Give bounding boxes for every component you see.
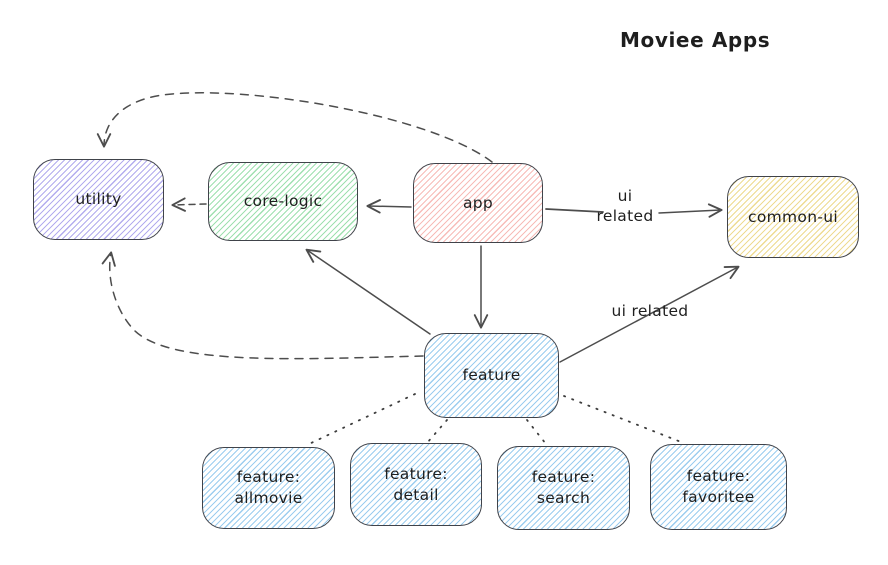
node-feature: feature <box>424 333 559 418</box>
edge-app-to-common-ui-right <box>658 203 723 218</box>
node-feature-allmovie-line2: allmovie <box>234 489 303 507</box>
node-feature-search-line1: feature: <box>531 468 596 487</box>
edge-label-app-to-common-ui-line2: related <box>596 207 654 226</box>
edge-feature-to-utility <box>101 251 424 360</box>
node-feature-favoritee-line2: favoritee <box>682 488 755 506</box>
node-feature-detail: feature: detail <box>350 443 482 526</box>
edge-feature-to-detail <box>426 419 448 444</box>
edge-label-app-to-common-ui-line1: ui <box>617 187 633 205</box>
edge-feature-to-common-ui <box>559 265 740 363</box>
node-feature-label: feature <box>462 366 521 385</box>
node-common-ui: common-ui <box>727 176 859 258</box>
edge-app-to-common-ui-left <box>545 208 604 213</box>
node-app-label: app <box>462 193 494 212</box>
node-core-logic: core-logic <box>208 162 358 241</box>
node-core-logic-label: core-logic <box>243 192 323 211</box>
edge-feature-to-favoritee <box>563 395 682 443</box>
node-app: app <box>413 163 543 243</box>
node-feature-search: feature: search <box>497 446 630 530</box>
node-feature-favoritee: feature: favoritee <box>650 444 787 530</box>
node-common-ui-label: common-ui <box>748 207 838 226</box>
node-feature-detail-line2: detail <box>393 485 439 504</box>
edge-feature-to-allmovie <box>308 393 416 445</box>
node-utility: utility <box>33 159 164 240</box>
edge-core-logic-to-utility <box>171 197 207 212</box>
edge-app-to-utility <box>96 92 493 163</box>
node-utility-label: utility <box>75 190 122 209</box>
edge-feature-to-core-logic <box>305 248 431 335</box>
node-feature-detail-line1: feature: <box>384 464 448 483</box>
node-feature-allmovie: feature: allmovie <box>202 447 335 529</box>
node-feature-favoritee-line1: feature: <box>686 467 751 486</box>
edge-label-feature-to-common-ui: ui related <box>611 302 689 320</box>
node-feature-search-line2: search <box>536 489 591 507</box>
edge-feature-to-search <box>526 419 547 445</box>
diagram-title: Moviee Apps <box>620 28 771 52</box>
edge-app-to-core-logic <box>366 199 412 214</box>
edge-label-app-to-common-ui: ui related <box>583 186 667 227</box>
node-feature-allmovie-line1: feature: <box>236 468 301 487</box>
